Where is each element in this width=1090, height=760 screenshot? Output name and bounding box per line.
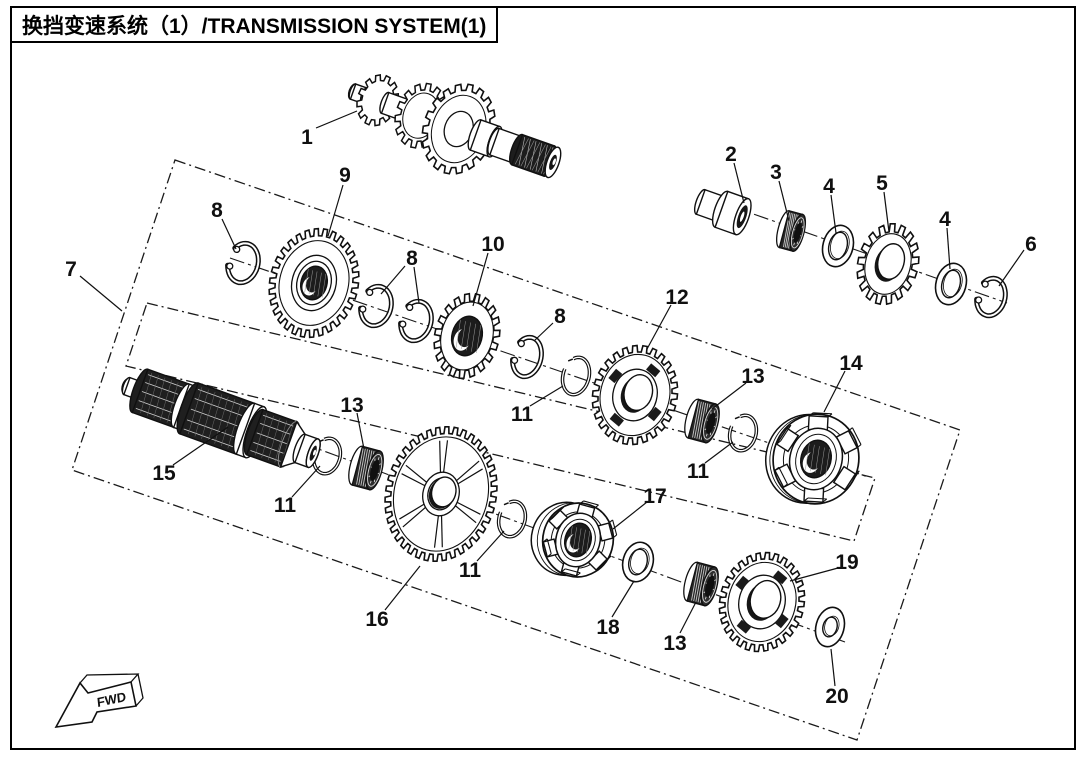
part-8-circlip-8b1 (358, 283, 394, 329)
callout-label-8: 8 (554, 305, 566, 328)
part-2-bushing-2 (693, 188, 752, 236)
callout-label-10: 10 (481, 233, 504, 256)
callout-label-11: 11 (459, 559, 482, 582)
callout-label-15: 15 (152, 462, 176, 485)
part-9-gear-9 (268, 227, 360, 339)
callout-19: 19 (789, 551, 859, 582)
part-18-washer-18 (621, 541, 655, 583)
callout-label-11: 11 (687, 460, 710, 483)
callout-13: 13 (340, 394, 365, 450)
part-13-needle-bearing-13a (684, 398, 720, 444)
callout-13: 13 (711, 365, 765, 410)
title-box: 换挡变速系统（1）/TRANSMISSION SYSTEM(1) (10, 6, 498, 43)
callout-label-8: 8 (406, 247, 418, 270)
part-3-needle-bearing-3 (775, 210, 807, 252)
callout-label-20: 20 (825, 685, 848, 708)
part-15-main-shaft-15 (121, 368, 321, 469)
callout-4: 4 (939, 208, 951, 270)
part-11-open-ring-11d (496, 499, 528, 539)
callout-12: 12 (646, 286, 689, 350)
callout-11: 11 (274, 465, 321, 517)
callout-13: 13 (663, 601, 697, 655)
callout-6: 6 (998, 233, 1037, 287)
callout-label-11: 11 (274, 494, 297, 517)
part-5-gear-5 (856, 222, 920, 306)
callout-1: 1 (301, 110, 358, 149)
callout-5: 5 (876, 172, 890, 233)
callout-label-9: 9 (339, 164, 351, 187)
callout-label-13: 13 (741, 365, 764, 388)
callout-label-11: 11 (511, 403, 534, 426)
callout-11: 11 (687, 441, 734, 483)
callout-3: 3 (770, 161, 790, 222)
part-12-gear-12 (591, 344, 679, 446)
callout-label-3: 3 (770, 161, 782, 184)
callout-11: 11 (459, 530, 505, 582)
callout-8: 8 (211, 199, 237, 250)
part-6-circlip-6 (974, 275, 1008, 319)
callout-18: 18 (596, 580, 635, 639)
callout-4: 4 (823, 175, 837, 234)
part-14-shift-hub-14 (764, 412, 862, 505)
callout-label-2: 2 (725, 143, 737, 166)
part-8-circlip-8b2 (398, 298, 434, 344)
part-10-gear-10 (433, 292, 501, 380)
drawing-border (10, 6, 1076, 750)
part-11-open-ring-11b (727, 413, 759, 453)
callout-label-19: 19 (835, 551, 858, 574)
part-20-washer-20 (814, 606, 846, 648)
page-title: 换挡变速系统（1）/TRANSMISSION SYSTEM(1) (22, 14, 487, 38)
callout-8: 8 (533, 305, 566, 342)
callout-20: 20 (825, 648, 849, 708)
callout-label-12: 12 (665, 286, 688, 309)
part-19-gear-19 (718, 551, 806, 653)
fwd-label: FWD (96, 689, 126, 710)
callout-9: 9 (327, 164, 351, 237)
callout-label-7: 7 (65, 258, 77, 281)
callout-label-6: 6 (1025, 233, 1037, 256)
callout-label-17: 17 (643, 485, 666, 508)
part-11-open-ring-11a (560, 355, 592, 397)
part-4-washer-4b (934, 262, 968, 306)
fwd-direction-arrow: FWD (54, 673, 144, 729)
callout-label-4: 4 (939, 208, 951, 231)
callout-15: 15 (152, 426, 229, 485)
part-8-circlip-8c (510, 334, 544, 380)
callout-label-14: 14 (839, 352, 863, 375)
part-4-washer-4a (821, 224, 855, 268)
callout-label-13: 13 (663, 632, 686, 655)
callout-10: 10 (472, 233, 505, 307)
callout-label-16: 16 (365, 608, 388, 631)
part-13-needle-bearing-13c (683, 561, 719, 607)
part-1-input-shaft-gear-assembly (347, 74, 562, 179)
callout-11: 11 (511, 385, 564, 426)
part-16-spoked-gear-16 (384, 426, 498, 562)
callout-label-4: 4 (823, 175, 835, 198)
assembly-boundary-7 (71, 159, 961, 741)
callout-16: 16 (365, 565, 421, 631)
callout-17: 17 (612, 485, 667, 530)
callout-14: 14 (823, 352, 863, 413)
part-17-shift-hub-17 (530, 500, 618, 578)
callout-8: 8 (380, 247, 420, 304)
callout-7: 7 (65, 258, 123, 312)
callout-2: 2 (725, 143, 745, 204)
callout-label-13: 13 (340, 394, 363, 417)
part-13-needle-bearing-13b (348, 445, 384, 491)
callout-label-1: 1 (301, 126, 313, 149)
callout-label-18: 18 (596, 616, 620, 639)
callout-label-5: 5 (876, 172, 888, 195)
callout-label-8: 8 (211, 199, 223, 222)
